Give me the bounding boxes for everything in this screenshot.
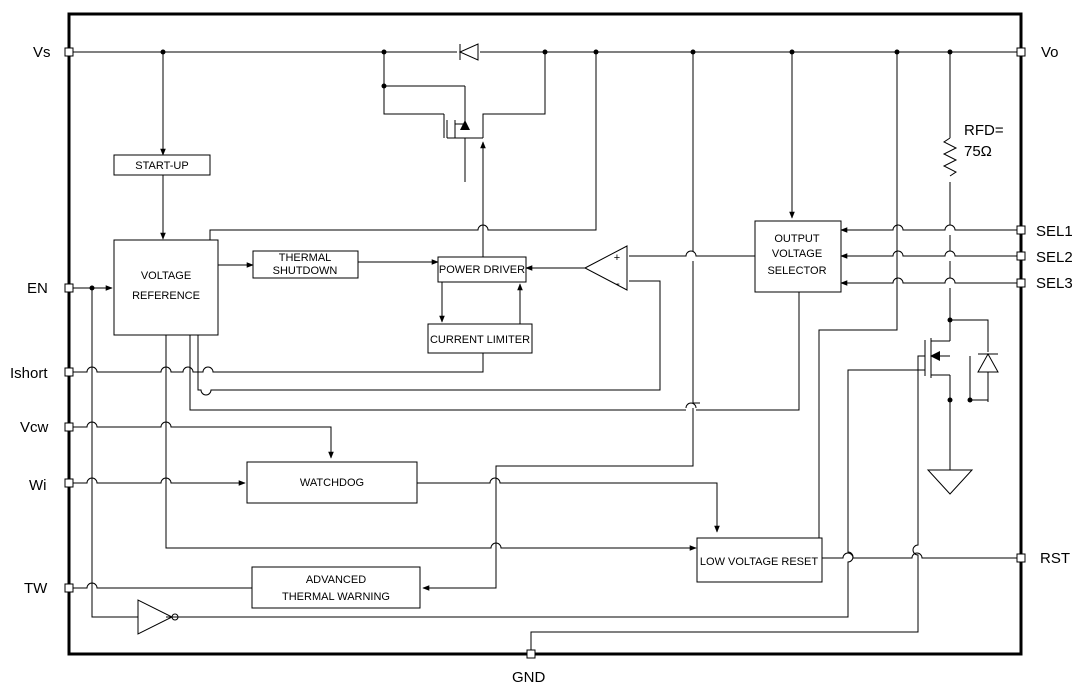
startup-block: START-UP [113, 154, 211, 176]
resistor-label: RFD= 75Ω [964, 122, 1004, 160]
pin-sel2 [1016, 251, 1026, 261]
mosfet-body-diode [460, 120, 470, 130]
voltage-reference-block: VOLTAGE REFERENCE [113, 239, 219, 336]
svg-text:VOLTAGE: VOLTAGE [141, 270, 191, 282]
svg-text:START-UP: START-UP [135, 160, 188, 172]
svg-text:RFD=: RFD= [964, 122, 1004, 139]
low-voltage-reset-block: LOW VOLTAGE RESET [696, 537, 823, 583]
pin-en [64, 283, 74, 293]
pin-rst [1016, 553, 1026, 563]
wiring [69, 51, 1021, 650]
advanced-thermal-warning-block: ADVANCED THERMAL WARNING [251, 566, 421, 609]
svg-text:ADVANCED: ADVANCED [306, 574, 366, 586]
pin-vo [1016, 47, 1026, 57]
zener-diode [977, 352, 999, 373]
svg-text:-: - [616, 278, 620, 290]
watchdog-block: WATCHDOG [246, 461, 418, 504]
pin-label-wi: Wi [29, 477, 47, 494]
fet-body-marker [930, 351, 940, 361]
pin-label-ishort: Ishort [10, 365, 48, 382]
comparator: + - [583, 245, 628, 291]
pin-label-vs: Vs [33, 44, 51, 61]
pin-labels: Vs Vo EN Ishort Vcw Wi TW SEL1 SEL2 SEL3… [10, 44, 1073, 686]
pin-ishort [64, 367, 74, 377]
pin-label-en: EN [27, 280, 48, 297]
svg-text:REFERENCE: REFERENCE [132, 290, 200, 302]
junction-dots [89, 49, 973, 403]
power-driver-block: POWER DRIVER [437, 256, 527, 283]
svg-text:VOLTAGE: VOLTAGE [772, 248, 822, 260]
pin-sel1 [1016, 225, 1026, 235]
output-voltage-selector-block: OUTPUT VOLTAGE SELECTOR [754, 220, 842, 293]
vs-reverse-diode [458, 43, 479, 61]
svg-text:WATCHDOG: WATCHDOG [300, 477, 364, 489]
pin-label-rst: RST [1040, 550, 1070, 567]
pin-label-vo: Vo [1041, 44, 1059, 61]
svg-text:THERMAL: THERMAL [279, 252, 332, 264]
pin-label-vcw: Vcw [20, 419, 49, 436]
svg-text:SELECTOR: SELECTOR [767, 265, 826, 277]
pins [64, 47, 1026, 659]
pin-gnd [526, 649, 536, 659]
pin-tw [64, 583, 74, 593]
pin-sel3 [1016, 278, 1026, 288]
pin-wi [64, 478, 74, 488]
svg-text:POWER DRIVER: POWER DRIVER [439, 264, 525, 276]
svg-text:75Ω: 75Ω [964, 143, 992, 160]
svg-text:LOW VOLTAGE RESET: LOW VOLTAGE RESET [700, 556, 818, 568]
pin-label-sel1: SEL1 [1036, 223, 1073, 240]
chip-outline [67, 12, 1023, 656]
svg-text:OUTPUT: OUTPUT [774, 233, 820, 245]
pin-vcw [64, 422, 74, 432]
pin-label-sel3: SEL3 [1036, 275, 1073, 292]
pin-label-tw: TW [24, 580, 48, 597]
pin-vs [64, 47, 74, 57]
svg-text:CURRENT LIMITER: CURRENT LIMITER [430, 334, 530, 346]
pin-label-gnd: GND [512, 669, 546, 686]
current-limiter-block: CURRENT LIMITER [427, 323, 533, 354]
svg-text:THERMAL WARNING: THERMAL WARNING [282, 591, 390, 603]
svg-text:SHUTDOWN: SHUTDOWN [273, 265, 338, 277]
svg-text:+: + [614, 252, 620, 264]
thermal-shutdown-block: THERMAL SHUTDOWN [252, 250, 359, 279]
pin-label-sel2: SEL2 [1036, 249, 1073, 266]
